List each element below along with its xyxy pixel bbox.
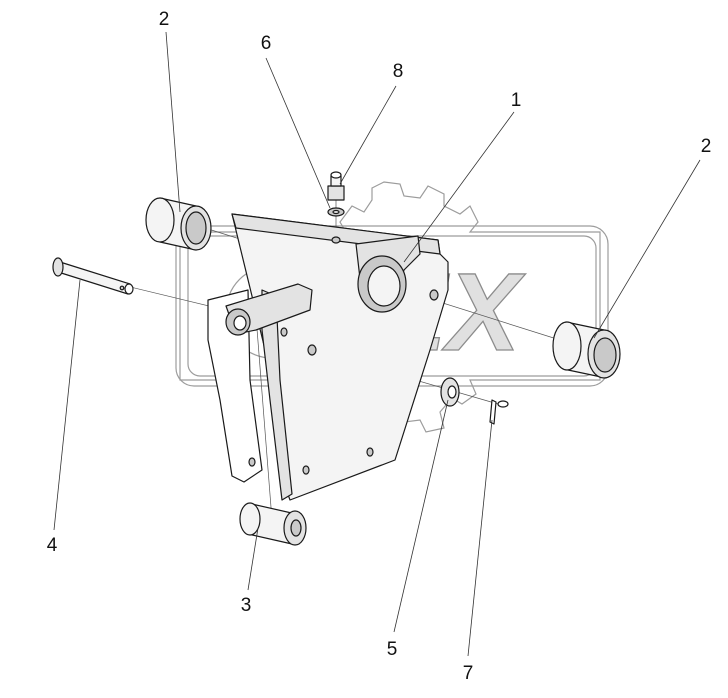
leader-lines bbox=[53, 31, 701, 657]
callout-4: 4 bbox=[47, 535, 58, 556]
bracket-hole bbox=[302, 465, 310, 475]
callout-5: 5 bbox=[387, 639, 398, 660]
leader-5 bbox=[393, 399, 449, 633]
bracket-hole bbox=[307, 344, 317, 356]
callout-7: 7 bbox=[463, 663, 474, 684]
bracket-hinge-bore-inner bbox=[233, 315, 247, 331]
seal-washer-hole bbox=[332, 209, 340, 215]
bushing-left-bore bbox=[185, 211, 207, 245]
callouts: 1 2 2 3 4 5 6 7 8 bbox=[47, 9, 712, 684]
pin bbox=[52, 257, 134, 295]
bracket-hole bbox=[331, 236, 341, 244]
roller-end bbox=[239, 502, 261, 536]
callout-6: 6 bbox=[261, 33, 272, 54]
split-pin bbox=[489, 399, 509, 425]
split-pin-body bbox=[489, 399, 497, 425]
bracket-hole bbox=[248, 457, 256, 467]
roller-bore bbox=[290, 519, 302, 537]
grease-nipple-hex bbox=[327, 185, 345, 201]
grease-nipple-ball bbox=[330, 171, 342, 179]
leader-1 bbox=[403, 111, 515, 263]
leader-4 bbox=[53, 279, 81, 531]
bracket-hole bbox=[366, 447, 374, 457]
washer-hole bbox=[447, 385, 457, 399]
grease-nipple bbox=[327, 171, 345, 201]
callout-3: 3 bbox=[241, 595, 252, 616]
split-pin-eye bbox=[497, 400, 509, 408]
callout-2-left: 2 bbox=[159, 9, 170, 30]
bracket-hole bbox=[429, 289, 439, 301]
bracket-tube-bore-inner bbox=[367, 265, 401, 307]
bracket bbox=[207, 213, 449, 501]
pin-shaft bbox=[57, 261, 131, 295]
leader-6 bbox=[265, 57, 331, 209]
callout-2-right: 2 bbox=[701, 136, 712, 157]
leader-2a bbox=[165, 31, 181, 213]
callout-1: 1 bbox=[511, 90, 522, 111]
bushing-left bbox=[145, 197, 212, 251]
watermark-gear-icon bbox=[179, 181, 601, 437]
callout-8: 8 bbox=[393, 61, 404, 82]
seal-washer bbox=[327, 207, 345, 217]
bushing-right bbox=[552, 321, 621, 379]
pin-head bbox=[52, 257, 64, 277]
bushing-right-end bbox=[552, 321, 582, 371]
washer bbox=[440, 377, 460, 407]
axis-roller bbox=[255, 315, 273, 521]
leader-3 bbox=[247, 527, 259, 591]
bushing-left-end bbox=[145, 197, 175, 243]
pin-tip bbox=[124, 283, 134, 295]
leader-2b bbox=[593, 159, 701, 339]
bushing-right-bore bbox=[593, 337, 617, 373]
leader-7 bbox=[467, 419, 493, 657]
bracket-hole bbox=[280, 327, 288, 337]
roller bbox=[239, 502, 307, 546]
leader-8 bbox=[339, 85, 397, 185]
pin-cross-hole bbox=[119, 285, 125, 291]
